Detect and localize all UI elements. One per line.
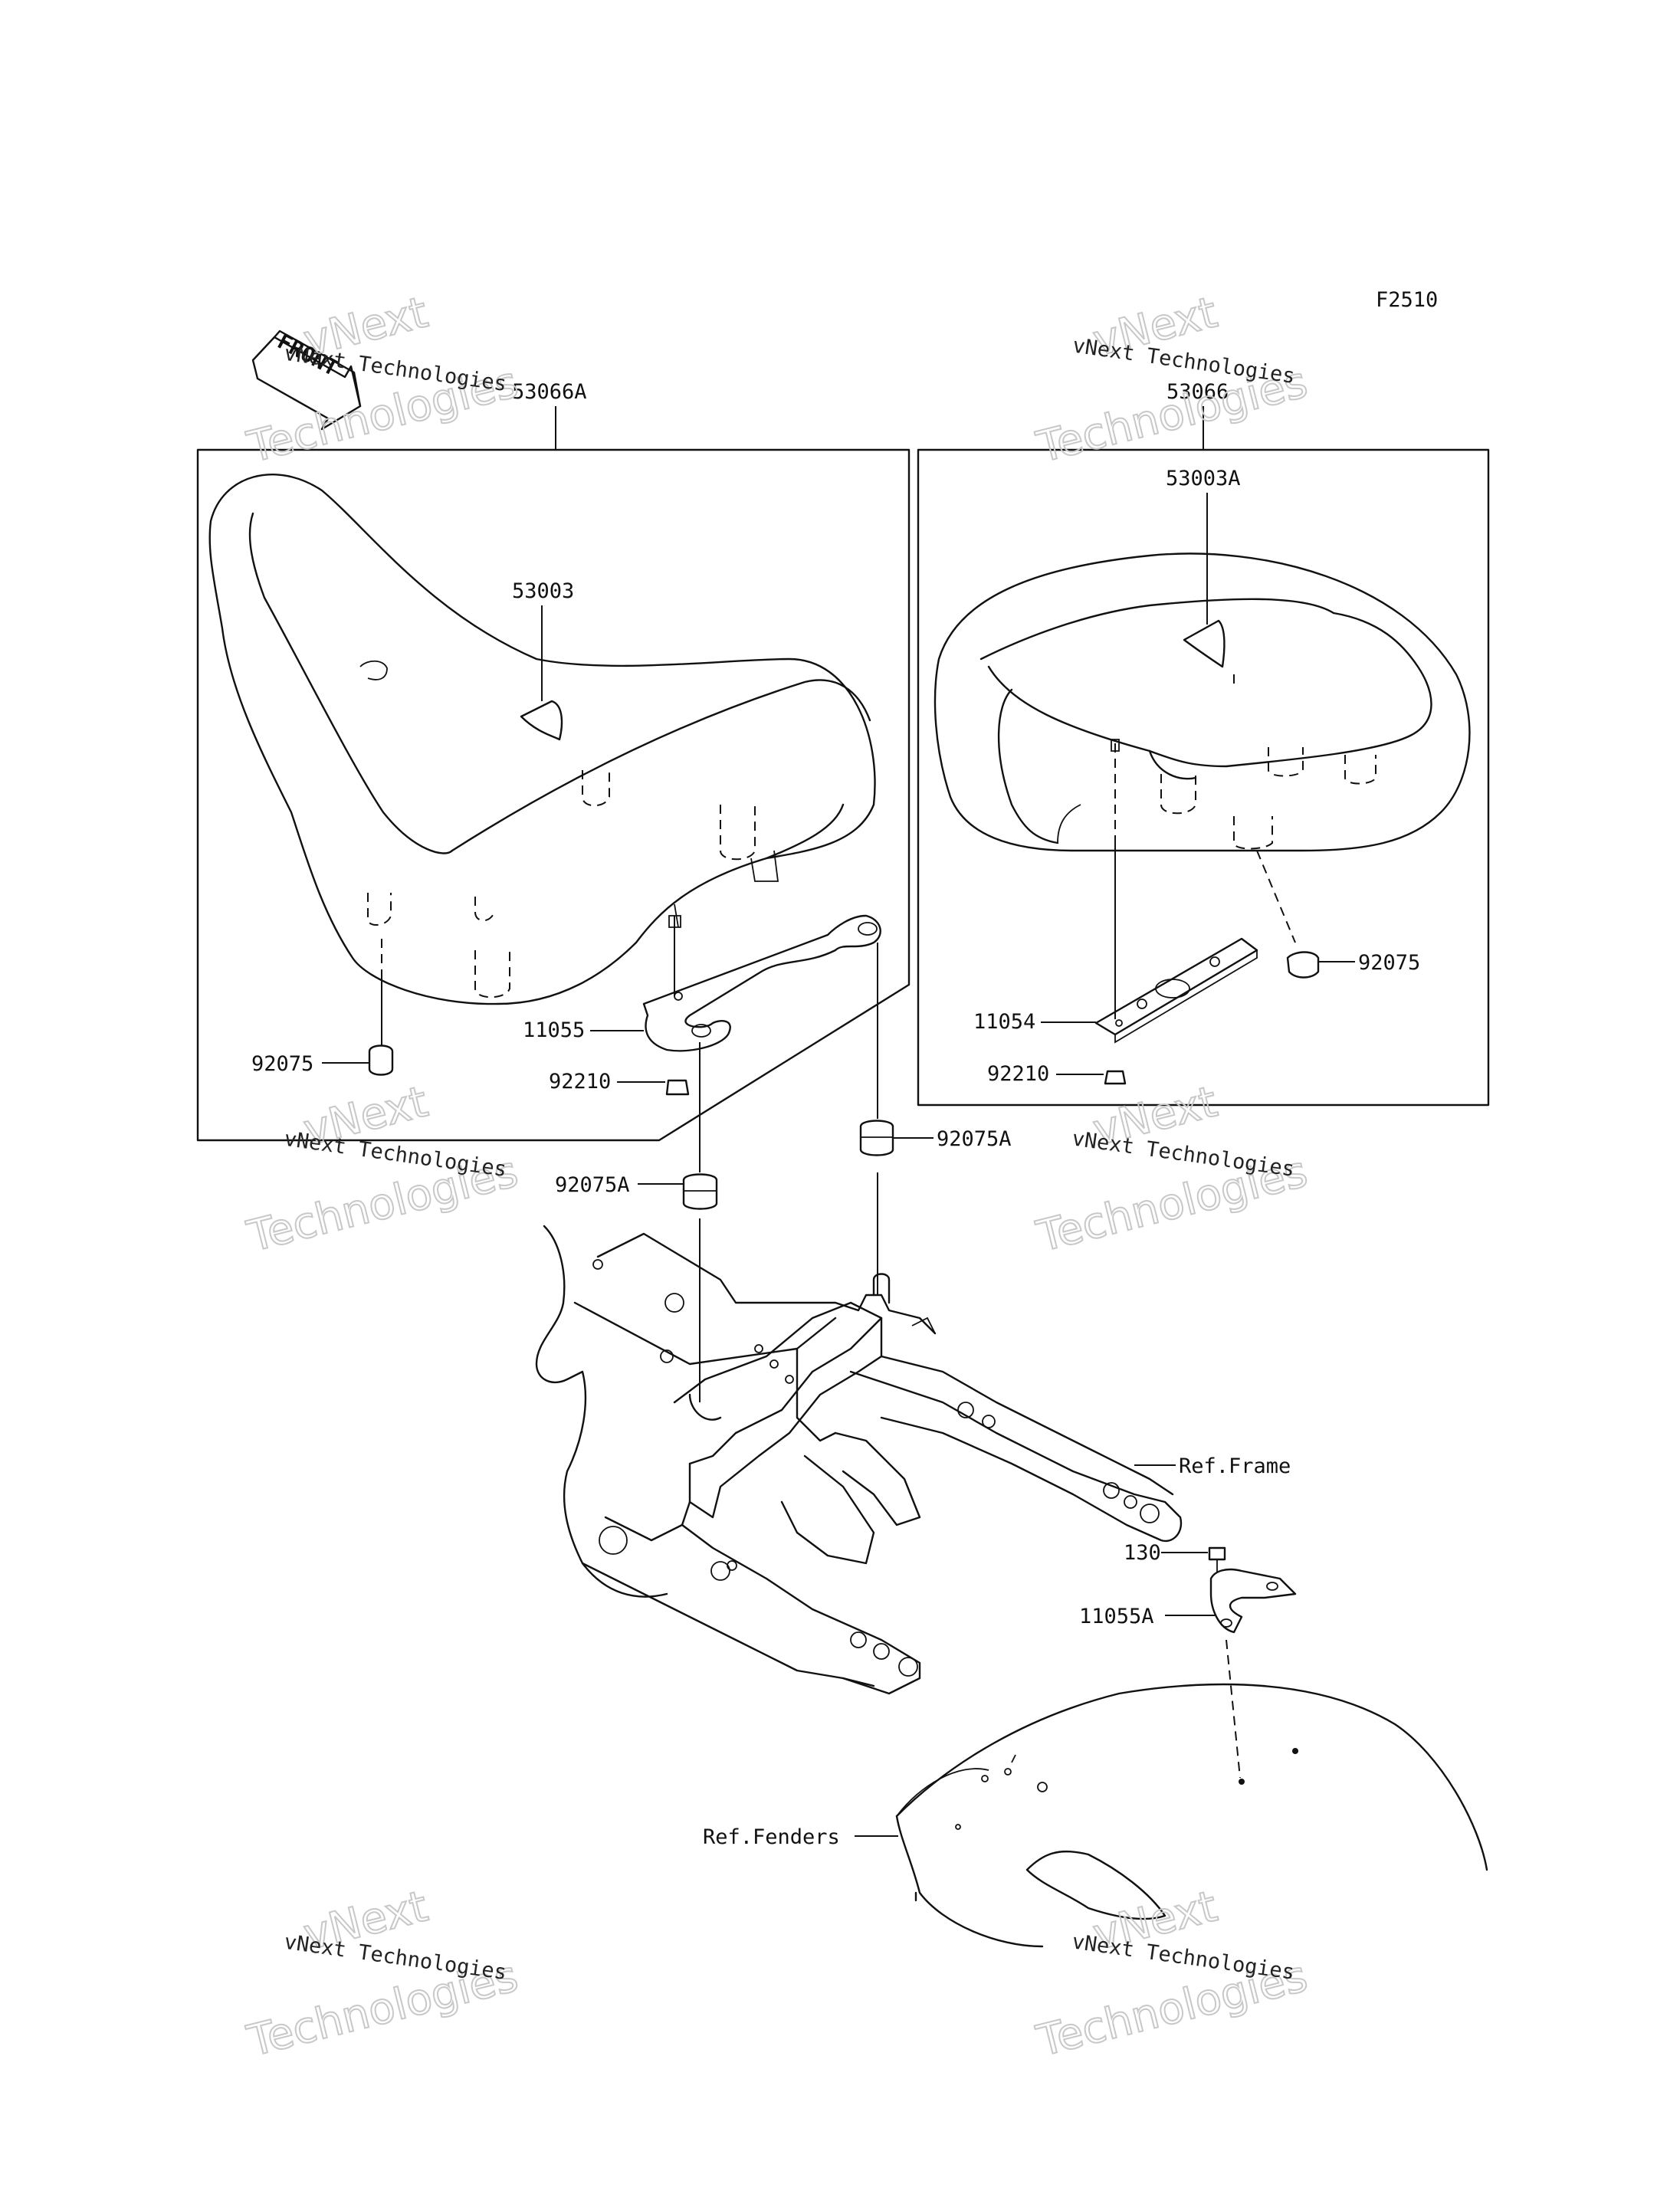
callout-rider-seat-assy: 53066A bbox=[512, 380, 587, 404]
callout-damper-a-right: 92075A bbox=[937, 1127, 1012, 1151]
callout-rider-seat: 53003 bbox=[512, 579, 574, 603]
callout-rider-nut: 92210 bbox=[549, 1070, 611, 1094]
passenger-seat-drawing bbox=[934, 553, 1471, 852]
passenger-damper bbox=[1286, 951, 1320, 979]
rider-damper bbox=[368, 1044, 394, 1076]
bolt bbox=[1208, 1546, 1226, 1561]
figure-code: F2510 bbox=[1376, 288, 1438, 312]
rider-seat-assy-box bbox=[196, 448, 911, 1142]
rider-nut bbox=[665, 1079, 690, 1096]
svg-text:vNext Technologies: vNext Technologies bbox=[1071, 1126, 1296, 1181]
callout-damper-a-left: 92075A bbox=[555, 1173, 630, 1197]
callout-passenger-seat-assy: 53066 bbox=[1166, 380, 1229, 404]
callout-passenger-seat: 53003A bbox=[1166, 467, 1241, 490]
callout-passenger-bracket: 11054 bbox=[973, 1010, 1035, 1034]
damper-a-right bbox=[859, 1120, 894, 1156]
rider-bracket-drawing bbox=[642, 914, 881, 1052]
rear-bracket-drawing bbox=[1209, 1568, 1297, 1634]
callout-passenger-damper: 92075 bbox=[1358, 951, 1420, 975]
frame-drawing bbox=[535, 1225, 1183, 1695]
callout-bolt: 130 bbox=[1124, 1541, 1161, 1565]
callout-ref-frame: Ref.Frame bbox=[1179, 1454, 1291, 1478]
callout-ref-fenders: Ref.Fenders bbox=[703, 1825, 840, 1849]
callout-rider-bracket: 11055 bbox=[523, 1018, 585, 1042]
damper-a-left bbox=[682, 1173, 718, 1210]
callout-rear-bracket: 11055A bbox=[1079, 1605, 1154, 1628]
svg-text:vNext Technologies: vNext Technologies bbox=[283, 1127, 508, 1182]
callout-rider-damper: 92075 bbox=[251, 1052, 313, 1076]
passenger-nut bbox=[1104, 1070, 1127, 1085]
fender-drawing bbox=[895, 1683, 1488, 1948]
callout-passenger-nut: 92210 bbox=[987, 1062, 1049, 1086]
rider-seat-drawing bbox=[208, 474, 876, 1005]
passenger-bracket-drawing bbox=[1094, 937, 1258, 1044]
